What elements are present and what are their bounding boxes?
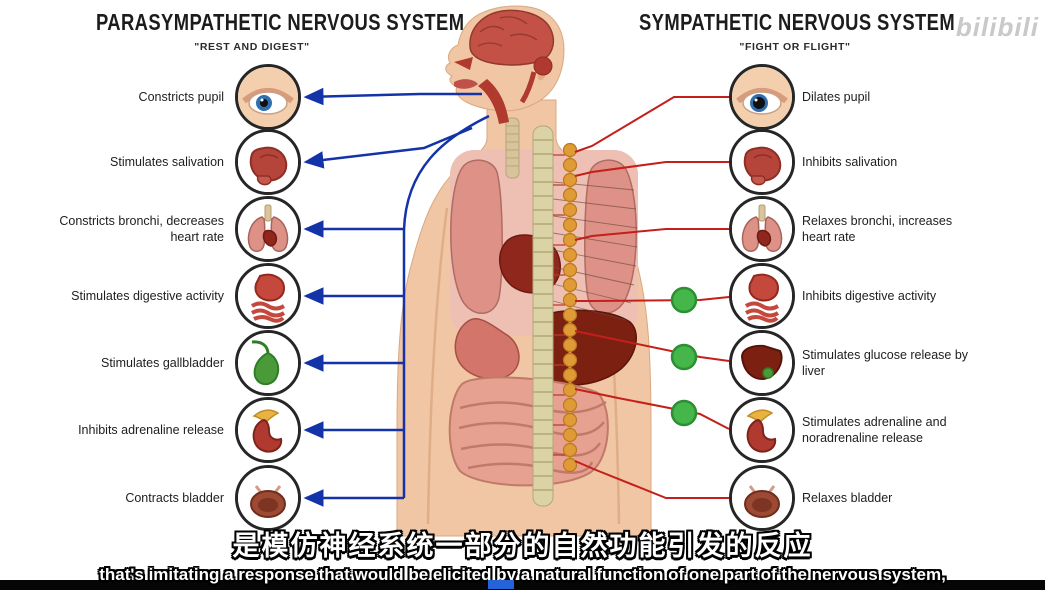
cerebellum <box>533 56 553 76</box>
organ-circle-liver-right <box>729 330 795 396</box>
label-relaxes-bronchi: Relaxes bronchi, increases heart rate <box>802 213 953 244</box>
salivary-gland-icon <box>238 132 298 192</box>
label-inhibits-adrenaline: Inhibits adrenaline release <box>78 422 224 437</box>
organ-circle-stomach-left <box>235 263 301 329</box>
parasympathetic-nerves <box>303 87 490 507</box>
bladder-icon <box>238 468 298 528</box>
eye-icon <box>238 67 298 127</box>
organ-circle-adrenal-right <box>729 397 795 463</box>
stomach-icon <box>732 266 792 326</box>
eye-icon <box>732 67 792 127</box>
organ-circle-gallbladder-left <box>235 330 301 396</box>
bladder-icon <box>732 468 792 528</box>
label-constricts-pupil: Constricts pupil <box>138 89 224 104</box>
organ-circle-eye-left <box>235 64 301 130</box>
organ-circle-eye-right <box>729 64 795 130</box>
label-constricts-bronchi: Constricts bronchi, decreases heart rate <box>59 213 224 244</box>
spinal-cord <box>532 125 554 507</box>
parasympathetic-title: PARASYMPATHETIC NERVOUS SYSTEM <box>96 9 465 35</box>
brainstem <box>519 71 537 104</box>
organ-circle-stomach-right <box>729 263 795 329</box>
sympathetic-ganglia <box>670 286 698 427</box>
label-stimulates-digestion: Stimulates digestive activity <box>71 288 224 303</box>
organ-circle-bladder-left <box>235 465 301 531</box>
lungs-heart-icon <box>238 199 298 259</box>
kidney-adrenal-icon <box>238 400 298 460</box>
bilibili-watermark: bilibili <box>955 12 1039 42</box>
label-stimulates-adrenaline: Stimulates adrenaline and noradrenaline … <box>802 414 947 445</box>
sympathetic-subtitle: "FIGHT OR FLIGHT" <box>739 41 851 53</box>
subtitle-chinese: 是模仿神经系统一部分的自然功能引发的反应 <box>232 531 813 561</box>
parasympathetic-subtitle: "REST AND DIGEST" <box>194 41 310 53</box>
organ-circle-bladder-right <box>729 465 795 531</box>
stomach-icon <box>238 266 298 326</box>
progress-marker-blue <box>488 580 514 589</box>
left-lung <box>450 159 503 314</box>
liver-icon <box>732 333 792 393</box>
intestines <box>448 376 609 487</box>
stomach <box>454 318 520 380</box>
organ-circle-salivary-right <box>729 129 795 195</box>
organ-circle-salivary-left <box>235 129 301 195</box>
label-glucose-release: Stimulates glucose release by liver <box>802 347 969 378</box>
sympathetic-nerves <box>574 96 730 499</box>
sympathetic-chain <box>553 142 578 473</box>
label-stimulates-gallbladder: Stimulates gallbladder <box>101 355 224 370</box>
label-inhibits-digestion: Inhibits digestive activity <box>802 288 937 303</box>
head <box>445 5 565 124</box>
trachea <box>505 117 520 179</box>
label-dilates-pupil: Dilates pupil <box>802 89 871 104</box>
organ-circle-lungs-left <box>235 196 301 262</box>
label-inhibits-salivation: Inhibits salivation <box>802 154 898 169</box>
sympathetic-title: SYMPATHETIC NERVOUS SYSTEM <box>639 9 956 35</box>
organ-circle-adrenal-left <box>235 397 301 463</box>
subtitle-bar <box>0 580 1045 590</box>
organ-circle-lungs-right <box>729 196 795 262</box>
label-relaxes-bladder: Relaxes bladder <box>802 490 893 505</box>
subtitle-english: that's imitating a response that would b… <box>99 565 946 584</box>
gallbladder-icon <box>238 333 298 393</box>
lungs-heart-icon <box>732 199 792 259</box>
brain <box>469 9 555 66</box>
salivary-gland-icon <box>732 132 792 192</box>
label-contracts-bladder: Contracts bladder <box>125 490 224 505</box>
kidney-adrenal-icon <box>732 400 792 460</box>
label-stimulates-salivation: Stimulates salivation <box>110 154 224 169</box>
